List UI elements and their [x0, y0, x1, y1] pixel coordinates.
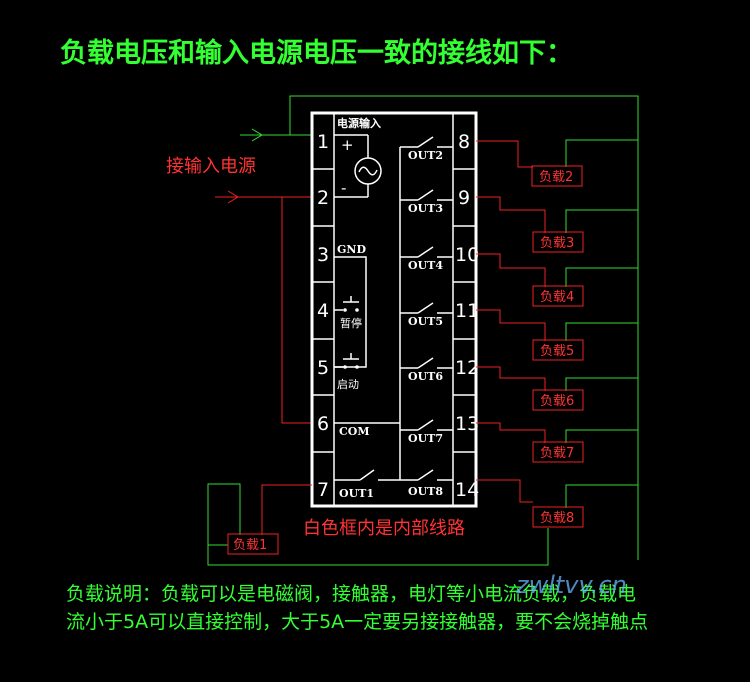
load-red-wires	[261, 140, 546, 535]
pin-12-label: 12	[455, 357, 479, 379]
inner-circuit-caption: 白色框内是内部线路	[303, 518, 465, 539]
green-top-bus	[289, 95, 639, 560]
diagram-title: 负载电压和输入电源电压一致的接线如下：	[60, 37, 573, 69]
left-pin-separators	[312, 168, 334, 453]
load-4-box	[532, 285, 584, 307]
pin-14-label: 14	[455, 479, 479, 501]
note-line-1: 负载说明：负载可以是电磁阀，接触器，电灯等小电流负载，负载电	[66, 583, 636, 605]
input-arrow-1	[251, 128, 263, 142]
start-contact-left	[343, 365, 347, 369]
start-contact-right	[355, 365, 359, 369]
pause-contact-right	[355, 308, 359, 312]
load-6-box	[532, 389, 584, 411]
pin-13-label: 13	[455, 413, 479, 435]
out5-label: OUT5	[408, 315, 443, 328]
input-arrow-2	[227, 190, 239, 204]
load-5-label: 负载5	[540, 344, 574, 359]
out8-label: OUT8	[408, 485, 443, 498]
load-2-box	[531, 165, 583, 187]
plus-symbol: +	[341, 136, 354, 154]
com-label: COM	[339, 425, 370, 438]
loads: 负载2 负载3 负载4 负载5 负载6 负载7 负载8 负载1	[227, 165, 584, 555]
gnd-bus	[334, 256, 367, 368]
pin-11-label: 11	[455, 300, 479, 322]
gnd-label: GND	[337, 243, 366, 256]
pin-10-label: 10	[455, 244, 479, 266]
pin-7-label: 7	[317, 479, 329, 501]
out6-label: OUT6	[408, 370, 443, 383]
load-2-label: 负载2	[539, 170, 573, 185]
right-pin-separators	[453, 168, 476, 453]
output-switches	[334, 136, 453, 481]
load-8-box	[532, 506, 584, 528]
note-line-2: 流小于5A可以直接控制，大于5A一定要另接接触器，要不会烧掉触点	[66, 611, 648, 633]
pin-6-label: 6	[317, 413, 329, 435]
start-label: 启动	[337, 378, 359, 391]
out4-label: OUT4	[408, 259, 443, 272]
load-7-box	[532, 441, 584, 463]
out1-label: OUT1	[339, 487, 374, 500]
load-green-wires	[207, 139, 638, 566]
pause-label: 暂停	[340, 316, 362, 330]
out7-label: OUT7	[408, 432, 443, 445]
ac-wave-icon	[358, 166, 378, 176]
pin-2-label: 2	[317, 187, 329, 209]
pin-8-label: 8	[458, 131, 470, 153]
pause-contact-left	[343, 308, 347, 312]
load-8-label: 负载8	[540, 511, 574, 526]
red-com-wire	[281, 197, 312, 424]
load-7-label: 负载7	[540, 446, 574, 461]
load-3-box	[532, 231, 584, 253]
out2-label: OUT2	[408, 149, 443, 162]
watermark: zwltvv.cn	[515, 571, 627, 599]
power-input-label: 接输入电源	[166, 156, 256, 177]
pin-9-label: 9	[458, 187, 470, 209]
load-6-label: 负载6	[540, 394, 574, 409]
load-3-label: 负载3	[540, 236, 574, 251]
out3-label: OUT3	[408, 202, 443, 215]
load-4-label: 负载4	[540, 290, 574, 305]
power-input-caption: 电源输入	[337, 116, 381, 130]
pin-4-label: 4	[317, 300, 329, 322]
pin-1-label: 1	[317, 131, 329, 153]
ac-source-icon	[354, 157, 382, 185]
load-1-box	[227, 533, 279, 555]
load-5-box	[532, 339, 584, 361]
load-1-label: 负载1	[233, 538, 267, 553]
pin-5-label: 5	[317, 357, 329, 379]
pin-3-label: 3	[317, 244, 329, 266]
minus-symbol: -	[341, 179, 346, 197]
